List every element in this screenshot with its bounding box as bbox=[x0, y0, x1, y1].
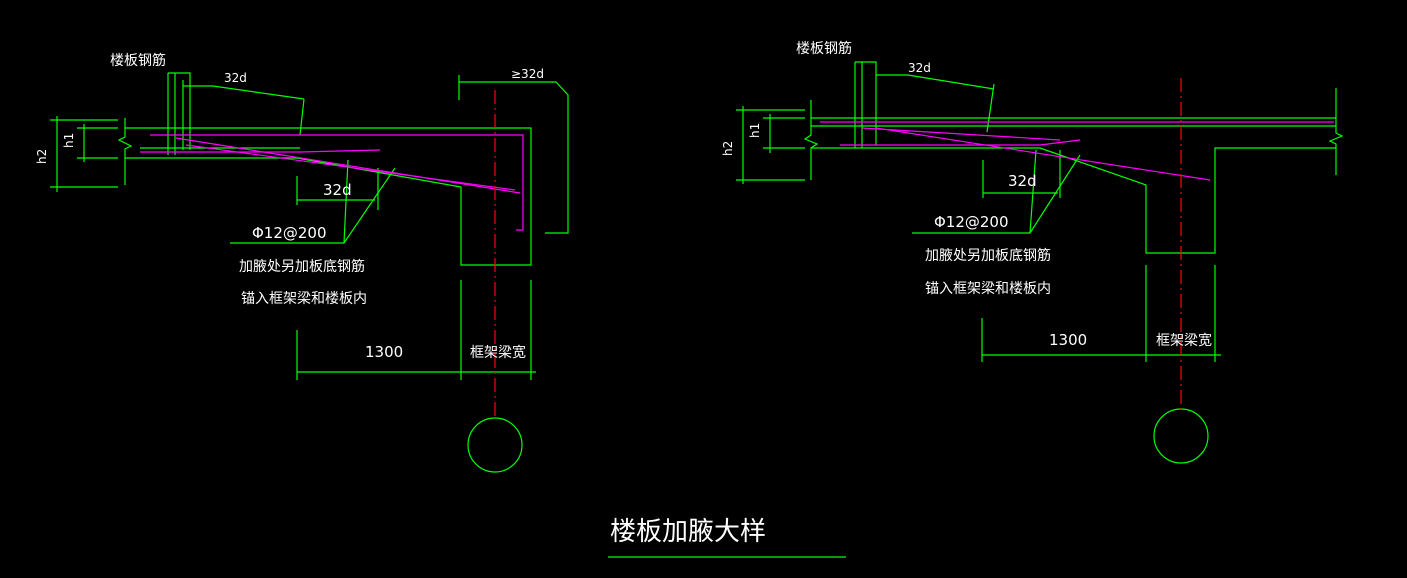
left-anchor-beam: ≥32d bbox=[511, 67, 544, 81]
drawing-title: 楼板加腋大样 bbox=[610, 517, 766, 547]
left-note-line2: 锚入框架梁和楼板内 bbox=[241, 291, 367, 307]
left-slab-rebar-label: 楼板钢筋 bbox=[110, 52, 166, 69]
right-rebar-spec: Φ12@200 bbox=[934, 213, 1009, 231]
right-note-line1: 加腋处另加板底钢筋 bbox=[925, 247, 1051, 264]
right-concrete-outline bbox=[736, 61, 1344, 464]
right-h1-label: h1 bbox=[748, 123, 762, 138]
left-dim-beam: 框架梁宽 bbox=[470, 344, 526, 361]
left-anchor-haunch: 32d bbox=[323, 181, 352, 199]
right-dim-haunch: 1300 bbox=[1049, 331, 1087, 349]
left-concrete-outline bbox=[50, 72, 569, 473]
left-h1-label: h1 bbox=[62, 133, 76, 148]
right-h2-label: h2 bbox=[721, 141, 735, 156]
left-detail bbox=[50, 72, 569, 473]
right-detail bbox=[736, 61, 1344, 464]
left-rebar bbox=[140, 134, 524, 231]
right-rebar bbox=[820, 121, 1334, 181]
right-note-line2: 锚入框架梁和楼板内 bbox=[925, 281, 1051, 297]
left-anchor-top: 32d bbox=[224, 71, 247, 85]
right-anchor-haunch: 32d bbox=[1008, 172, 1037, 190]
left-note-line1: 加腋处另加板底钢筋 bbox=[239, 258, 365, 275]
right-anchor-top: 32d bbox=[908, 61, 931, 75]
left-rebar-spec: Φ12@200 bbox=[252, 224, 327, 242]
left-dim-haunch: 1300 bbox=[365, 343, 403, 361]
left-h2-label: h2 bbox=[35, 149, 49, 164]
right-slab-rebar-label: 楼板钢筋 bbox=[796, 40, 852, 57]
right-dim-beam: 框架梁宽 bbox=[1156, 332, 1212, 349]
